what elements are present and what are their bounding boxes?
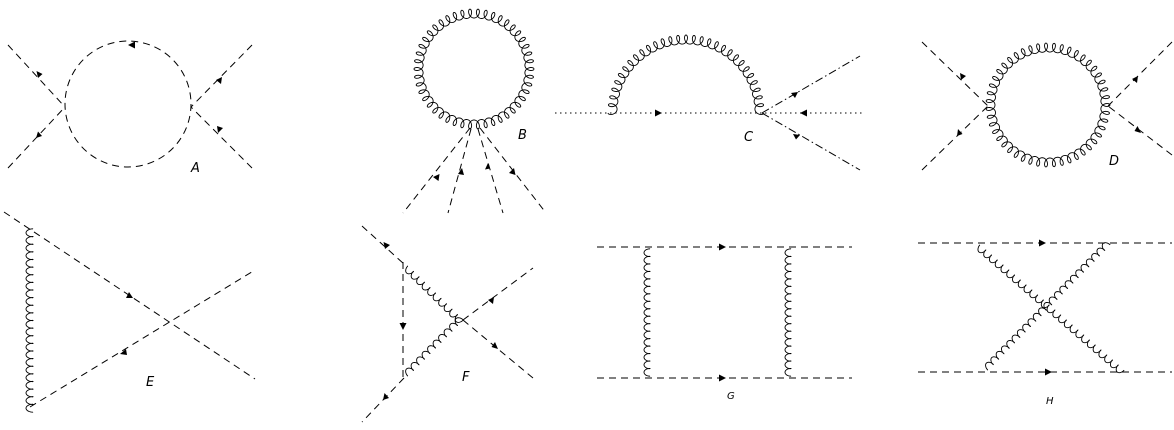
diagram-g-arrow xyxy=(719,374,726,382)
diagram-d-arrow xyxy=(957,129,963,136)
diagram-e: E xyxy=(3,211,256,413)
diagram-d-external-line xyxy=(921,41,989,107)
diagram-b-external-line xyxy=(477,128,504,214)
diagram-e-arrow xyxy=(120,349,127,355)
diagram-c-dashdot-line xyxy=(761,55,861,114)
diagram-a-arrow xyxy=(36,71,43,78)
diagram-b-arrow xyxy=(485,163,490,170)
diagram-f-arrow xyxy=(491,342,498,349)
diagram-b-external-line xyxy=(402,127,471,214)
diagram-f: F xyxy=(361,225,534,423)
diagram-g-gluon-line xyxy=(784,248,792,377)
diagram-f-external-line xyxy=(462,267,534,321)
diagram-h-arrow xyxy=(1039,239,1046,247)
diagram-c-arrow xyxy=(791,92,798,98)
diagram-b-arrow xyxy=(458,168,464,175)
diagram-e-gluon-line xyxy=(25,228,34,413)
diagram-g-arrow xyxy=(719,243,726,251)
diagram-f-gluon-line xyxy=(405,265,464,323)
diagram-e-label: E xyxy=(146,375,155,390)
diagram-c-arrow xyxy=(655,109,662,117)
diagram-b: B xyxy=(402,8,547,214)
diagram-f-external-line xyxy=(361,225,405,265)
diagram-a-arrow xyxy=(128,41,135,49)
diagram-a-arrow xyxy=(36,131,42,138)
diagram-c: C xyxy=(555,34,862,171)
diagram-d-arrow xyxy=(1134,126,1141,133)
diagram-a-external-line xyxy=(190,106,253,169)
diagram-f-arrow xyxy=(488,297,494,304)
diagram-b-external-line xyxy=(447,128,472,214)
diagram-d-gluon-loop xyxy=(985,42,1111,168)
diagram-g: G xyxy=(597,243,852,402)
diagram-a-label: A xyxy=(190,161,200,176)
diagram-a-external-line xyxy=(190,44,253,108)
diagram-g-gluon-line xyxy=(643,248,651,377)
diagram-a-arrow xyxy=(216,77,222,84)
diagram-b-arrow xyxy=(433,174,440,181)
diagram-d: D xyxy=(921,41,1173,171)
diagram-e-external-line xyxy=(29,269,256,408)
diagram-a-external-line xyxy=(7,44,66,108)
diagram-b-label: B xyxy=(518,128,527,143)
diagram-a-arrow xyxy=(217,126,223,133)
diagram-h: H xyxy=(918,239,1172,407)
diagram-d-label: D xyxy=(1109,154,1119,169)
diagram-h-gluon-line xyxy=(985,242,1111,371)
diagram-h-gluon-line xyxy=(977,244,1125,374)
diagram-d-arrow xyxy=(1132,76,1138,83)
diagram-h-label: H xyxy=(1046,396,1054,407)
diagram-h-arrow xyxy=(1045,368,1052,376)
diagram-b-gluon-loop xyxy=(413,8,535,130)
diagram-g-label: G xyxy=(727,391,735,402)
diagram-c-arrow xyxy=(800,109,807,117)
diagram-d-external-line xyxy=(921,105,989,171)
diagram-a: A xyxy=(7,40,253,176)
diagram-e-arrow xyxy=(126,292,133,298)
diagram-f-gluon-line xyxy=(405,317,464,377)
diagram-c-arrow xyxy=(793,134,800,140)
diagram-f-arrow xyxy=(399,323,407,330)
diagram-c-label: C xyxy=(744,130,754,145)
diagram-a-scalar-loop xyxy=(64,40,192,168)
diagram-d-external-line xyxy=(1107,41,1173,107)
diagram-f-arrow xyxy=(383,393,389,400)
diagram-f-arrow xyxy=(383,242,390,249)
diagram-b-arrow xyxy=(509,168,516,175)
diagram-f-external-line xyxy=(462,319,534,379)
diagram-c-gluon-arc xyxy=(607,34,765,115)
diagram-f-label: F xyxy=(462,370,470,385)
diagram-d-external-line xyxy=(1107,105,1173,156)
diagram-c-dashdot-line xyxy=(761,112,861,171)
diagram-d-arrow xyxy=(960,73,966,80)
